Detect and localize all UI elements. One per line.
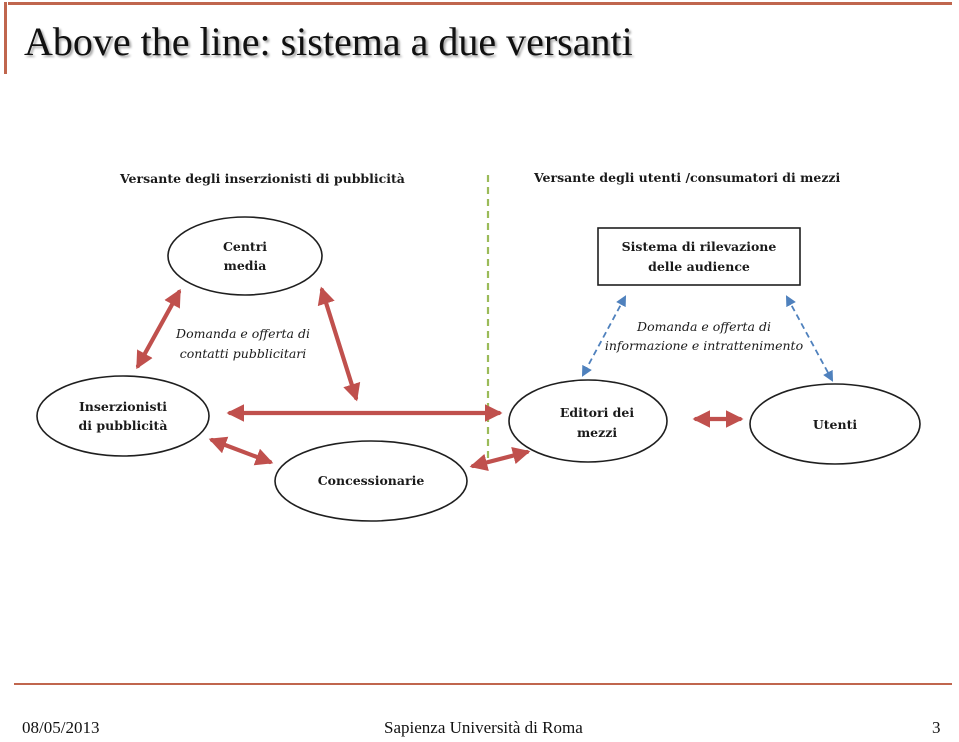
annotation-right-line2: informazione e intrattenimento [605,338,803,353]
node-inserzionisti-line2: di pubblicità [79,418,168,433]
node-utenti: Utenti [749,383,921,465]
annotation-left-line1: Domanda e offerta di [175,326,310,341]
footer-rule [14,683,952,685]
footer-page-number: 3 [932,718,941,737]
slide-title: Above the line: sistema a due versanti [24,19,633,64]
node-concessionarie: Concessionarie [274,440,468,522]
arrow-centri-concessionarie [317,286,361,402]
node-centri-media-line2: media [224,258,267,273]
node-editori: Editori dei mezzi [508,379,668,463]
node-sistema-rilevazione: Sistema di rilevazione delle audience [597,227,801,286]
annotation-right: Domanda e offerta di informazione e intr… [605,319,803,353]
arrow-inserzionisti-concessionarie [208,436,274,466]
arrow-inserzionisti-centri [135,288,182,370]
node-centri-media: Centri media [167,216,323,296]
arrow-concessionarie-editori [469,447,531,471]
node-utenti-label: Utenti [813,417,857,432]
footer-date: 08/05/2013 [22,718,100,737]
footer-institution: Sapienza Università di Roma [384,718,583,737]
arrow-sistema-utenti [785,295,834,382]
title-accent-bar [4,2,7,74]
annotation-left-line2: contatti pubblicitari [180,346,307,361]
annotation-right-line1: Domanda e offerta di [636,319,771,334]
node-centri-media-line1: Centri [223,239,267,254]
node-inserzionisti-line1: Inserzionisti [79,399,167,414]
node-sistema-line2: delle audience [648,259,750,274]
node-concessionarie-label: Concessionarie [318,473,425,488]
left-side-heading: Versante degli inserzionisti di pubblici… [119,171,405,186]
right-side-heading: Versante degli utenti /consumatori di me… [533,170,841,185]
node-editori-line2: mezzi [577,425,617,440]
node-editori-line1: Editori dei [560,405,635,420]
node-sistema-line1: Sistema di rilevazione [622,239,777,254]
title-accent-line [8,2,952,5]
annotation-left: Domanda e offerta di contatti pubblicita… [175,326,310,361]
arrow-sistema-editori [581,295,627,377]
node-inserzionisti: Inserzionisti di pubblicità [36,375,210,457]
